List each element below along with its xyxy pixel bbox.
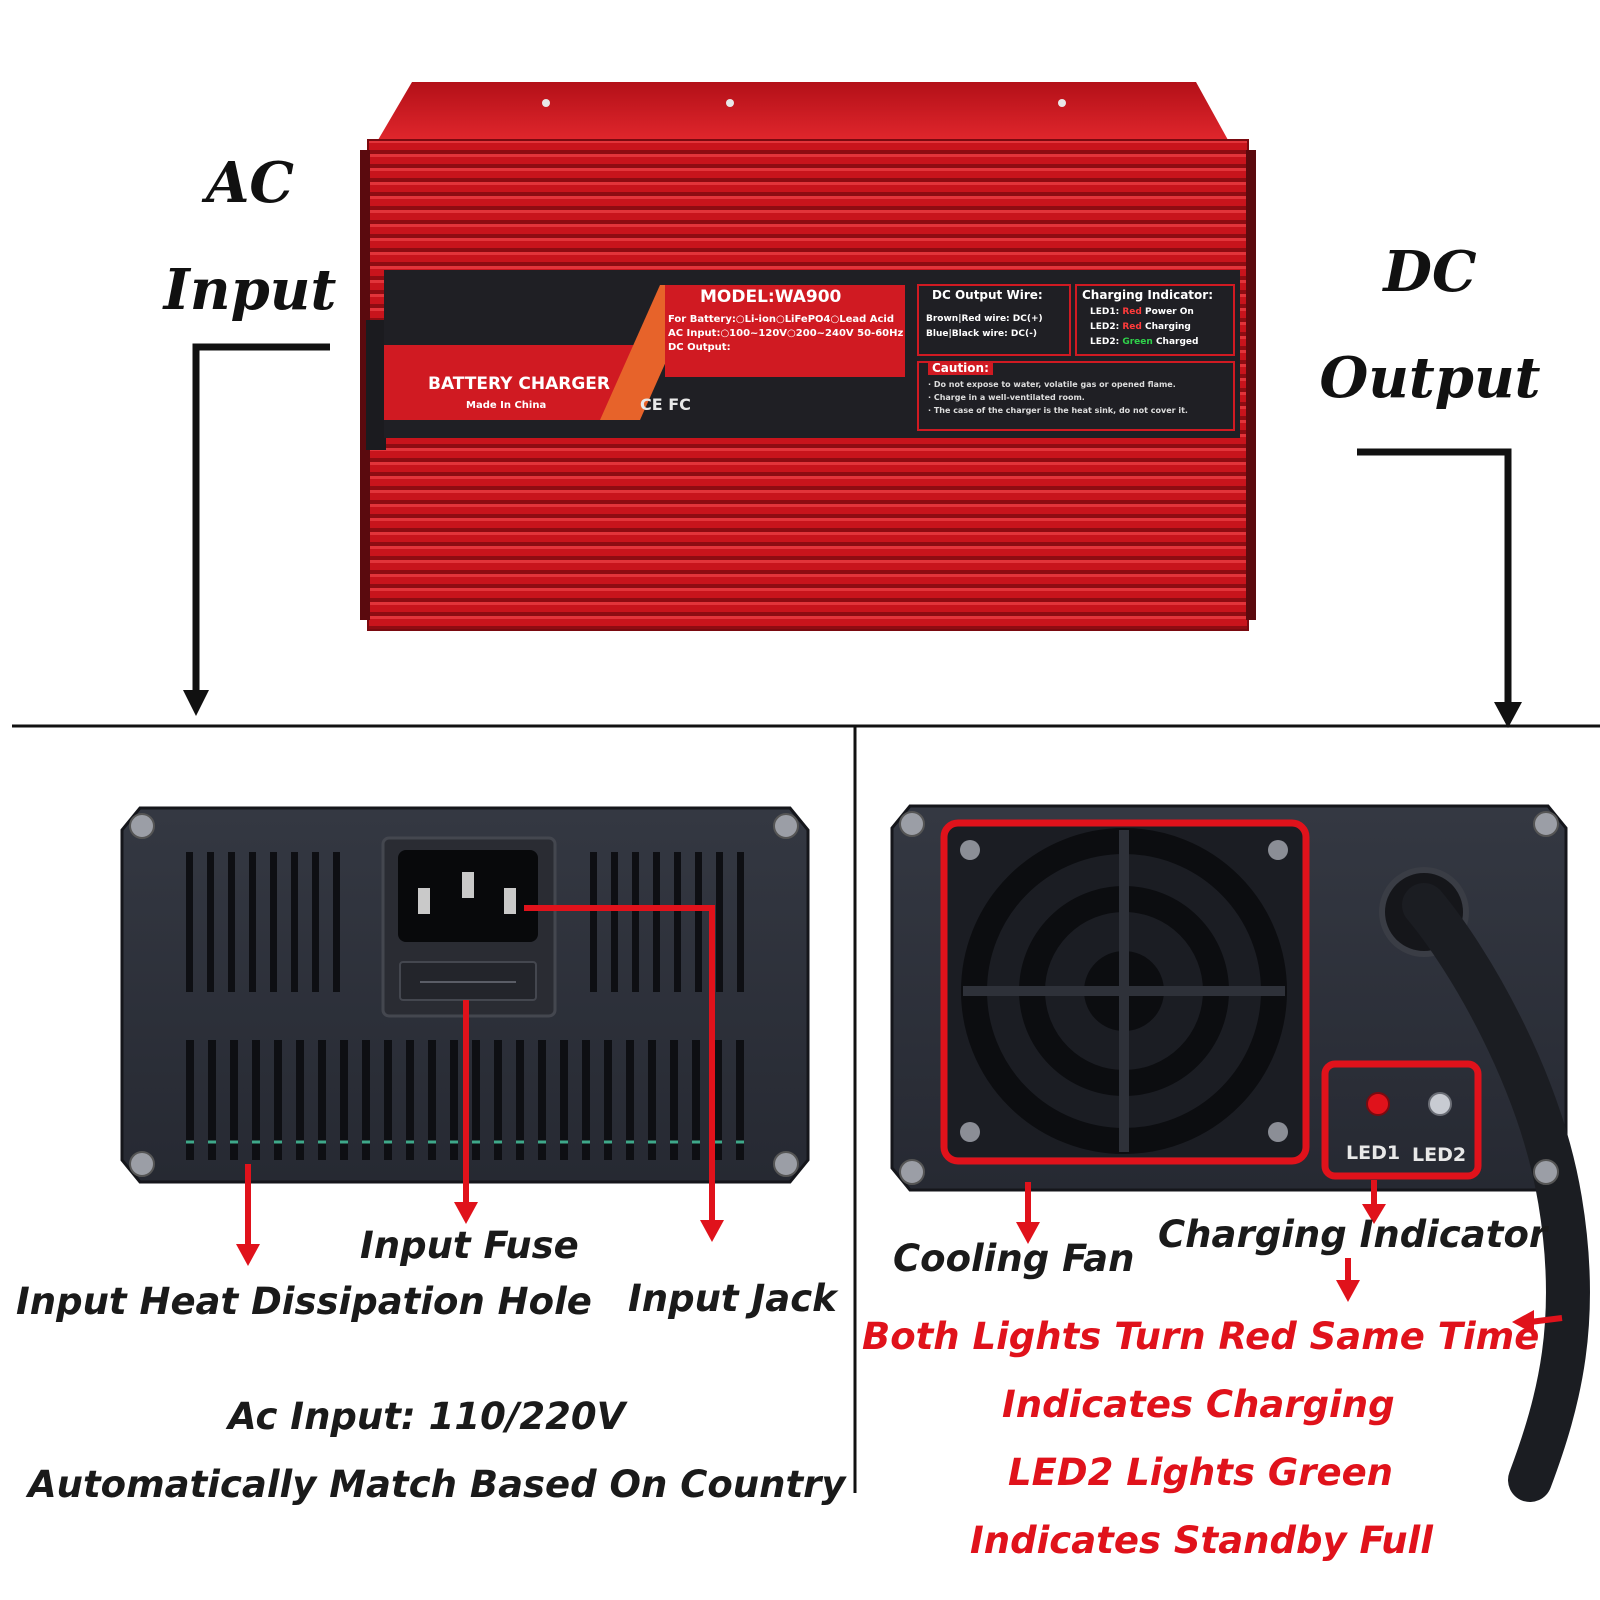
caution-line-2: · Charge in a well-ventilated room. [928, 393, 1085, 402]
charger-side-right [1246, 150, 1256, 620]
charging-indicator-label: Charging Indicator [1158, 1213, 1548, 1256]
heat-dissipation-label: Input Heat Dissipation Hole [16, 1280, 592, 1323]
input-jack-label: Input Jack [628, 1277, 837, 1320]
charger-body [360, 82, 1256, 631]
label-dc-box [917, 284, 1071, 356]
cooling-fan-label: Cooling Fan [893, 1237, 1135, 1280]
charger-top-face [378, 82, 1228, 140]
ac-label-line1: AC [205, 150, 295, 216]
led2-charging-legend: LED2: Red Charging [1090, 322, 1191, 332]
caution-line-3: · The case of the charger is the heat si… [928, 406, 1188, 415]
ac-end-panel [120, 806, 810, 1184]
led1-legend: LED1: Red Power On [1090, 307, 1194, 317]
model-text: MODEL:WA900 [700, 287, 842, 307]
dc-output-arrow [1357, 448, 1522, 728]
ac-input-note: Ac Input: 110/220V [228, 1395, 626, 1438]
charger-side-left [360, 150, 370, 620]
for-battery-text: For Battery:○Li-ion○LiFePO4○Lead Acid [668, 314, 895, 325]
charger-end-cap-left [366, 320, 386, 450]
label-caution-box [917, 361, 1235, 431]
ac-input-arrow [183, 343, 330, 716]
label-red-band [384, 345, 660, 420]
caution-title: Caution: [928, 361, 993, 376]
caution-line-1: · Do not expose to water, volatile gas o… [928, 380, 1176, 389]
led2-panel-label: LED2 [1412, 1144, 1467, 1166]
dc-output-spec-text: DC Output: [668, 342, 731, 353]
cert-marks-text: CE FC [640, 395, 691, 414]
dc-label-line1: DC [1383, 239, 1477, 305]
led1-light [1366, 1092, 1390, 1116]
ac-label-line2: Input [163, 257, 337, 323]
red-note-line2: Indicates Charging [1002, 1383, 1395, 1426]
product-name-text: BATTERY CHARGER [428, 374, 610, 394]
label-model-box [665, 285, 905, 377]
red-note-line1: Both Lights Turn Red Same Time [862, 1315, 1540, 1358]
led1-panel-label: LED1 [1346, 1142, 1401, 1164]
dc-wire-positive: Brown|Red wire: DC(+) [926, 314, 1043, 324]
label-indicator-box [1075, 284, 1235, 356]
made-in-text: Made In China [466, 400, 547, 411]
led-highlight-box [1321, 1060, 1482, 1180]
fan-highlight-box [940, 819, 1310, 1165]
led2-light [1428, 1092, 1452, 1116]
dc-wire-title: DC Output Wire: [932, 288, 1043, 302]
dc-cable [1402, 883, 1591, 1502]
left-callouts [245, 905, 715, 1248]
dc-label-line2: Output [1319, 345, 1541, 411]
red-note-line3: LED2 Lights Green [1008, 1451, 1394, 1494]
input-fuse-label: Input Fuse [360, 1224, 579, 1267]
auto-match-note: Automatically Match Based On Country [28, 1463, 846, 1506]
red-note-line4: Indicates Standby Full [970, 1519, 1433, 1562]
dc-end-panel [890, 804, 1591, 1502]
ac-input-spec-text: AC Input:○100~120V○200~240V 50-60Hz [668, 328, 904, 339]
indicator-title: Charging Indicator: [1082, 288, 1213, 302]
led2-charged-legend: LED2: Green Charged [1090, 337, 1199, 347]
dc-wire-negative: Blue|Black wire: DC(-) [926, 329, 1037, 339]
right-callouts [1025, 1180, 1563, 1325]
